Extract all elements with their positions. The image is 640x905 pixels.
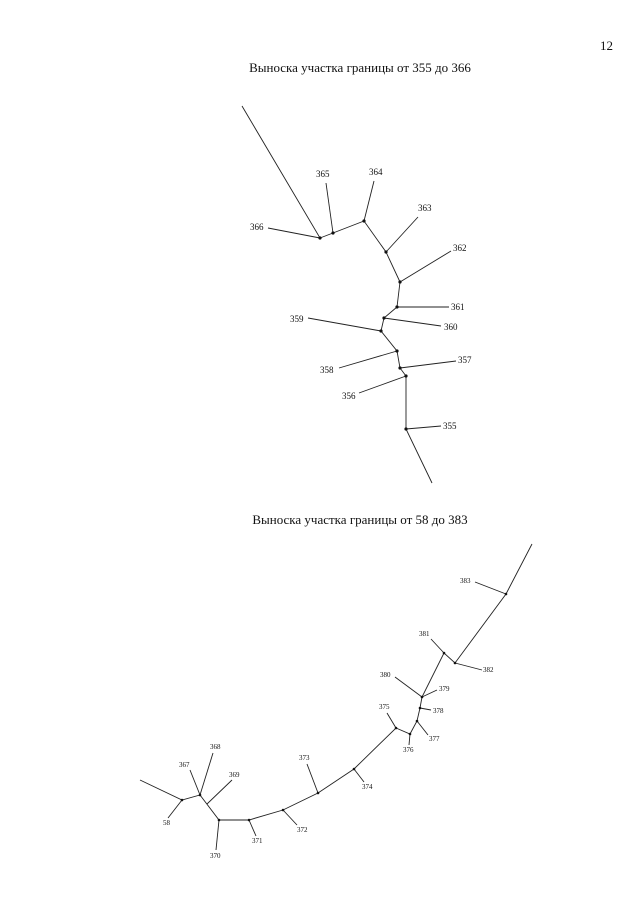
diagram-2-title: Выноска участка границы от 58 до 383 [252,512,468,527]
point-label-365: 365 [316,169,330,179]
leader-line-379 [421,689,438,698]
leader-line-367 [189,769,201,796]
boundary-diagram-355-366: 355 356 357 358 359 360 361 362 363 364 … [241,105,472,484]
leader-line-357 [399,360,457,369]
leader-line-58 [167,799,183,819]
point-label-383: 383 [460,577,471,585]
leader-line-383 [474,581,507,595]
leader-line-363 [385,216,419,253]
point-label-360: 360 [444,322,458,332]
leader-line-376 [408,733,411,746]
point-label-368: 368 [210,743,221,751]
leader-line-364 [363,180,375,222]
leader-line-368 [199,752,214,796]
point-label-382: 382 [483,666,494,674]
point-label-381: 381 [419,630,430,638]
leader-line-371 [248,819,257,837]
leader-line-358 [338,350,398,369]
leader-line-378 [419,707,432,711]
leader-line-382 [454,662,483,671]
boundary-line [139,543,533,821]
point-label-380: 380 [380,671,391,679]
point-label-373: 373 [299,754,310,762]
leader-line-377 [416,720,429,736]
leader-line-362 [399,250,452,283]
point-label-361: 361 [451,302,465,312]
leader-line-369 [206,779,233,805]
point-label-362: 362 [453,243,467,253]
point-label-58: 58 [163,819,171,827]
diagram-1-title: Выноска участка границы от 355 до 366 [249,60,471,75]
point-label-377: 377 [429,735,440,743]
leader-line-370 [215,819,220,851]
leader-line-380 [394,676,423,698]
leader-line-373 [306,763,319,794]
leader-line-381 [430,638,445,654]
point-label-357: 357 [458,355,472,365]
point-label-370: 370 [210,852,221,860]
leader-line-375 [386,712,397,729]
point-label-367: 367 [179,761,190,769]
point-label-372: 372 [297,826,308,834]
leader-line-355 [405,425,442,430]
leader-line-365 [325,182,334,234]
point-label-364: 364 [369,167,383,177]
point-label-355: 355 [443,421,457,431]
point-label-363: 363 [418,203,432,213]
point-label-378: 378 [433,707,444,715]
boundary-line [241,105,433,484]
point-label-371: 371 [252,837,263,845]
leader-line-372 [282,809,298,826]
leader-line-374 [353,768,365,783]
leader-line-360 [383,317,442,327]
leader-line-356 [358,375,407,394]
leader-line-366 [267,227,321,239]
point-label-358: 358 [320,365,334,375]
point-label-369: 369 [229,771,240,779]
vertex-markers [318,219,408,431]
point-label-379: 379 [439,685,450,693]
page-number: 12 [600,38,613,53]
point-label-359: 359 [290,314,304,324]
point-label-366: 366 [250,222,264,232]
point-label-356: 356 [342,391,356,401]
point-label-374: 374 [362,783,373,791]
point-label-375: 375 [379,703,390,711]
leader-line-359 [307,317,382,332]
vertex-markers [180,592,508,822]
point-label-376: 376 [403,746,414,754]
